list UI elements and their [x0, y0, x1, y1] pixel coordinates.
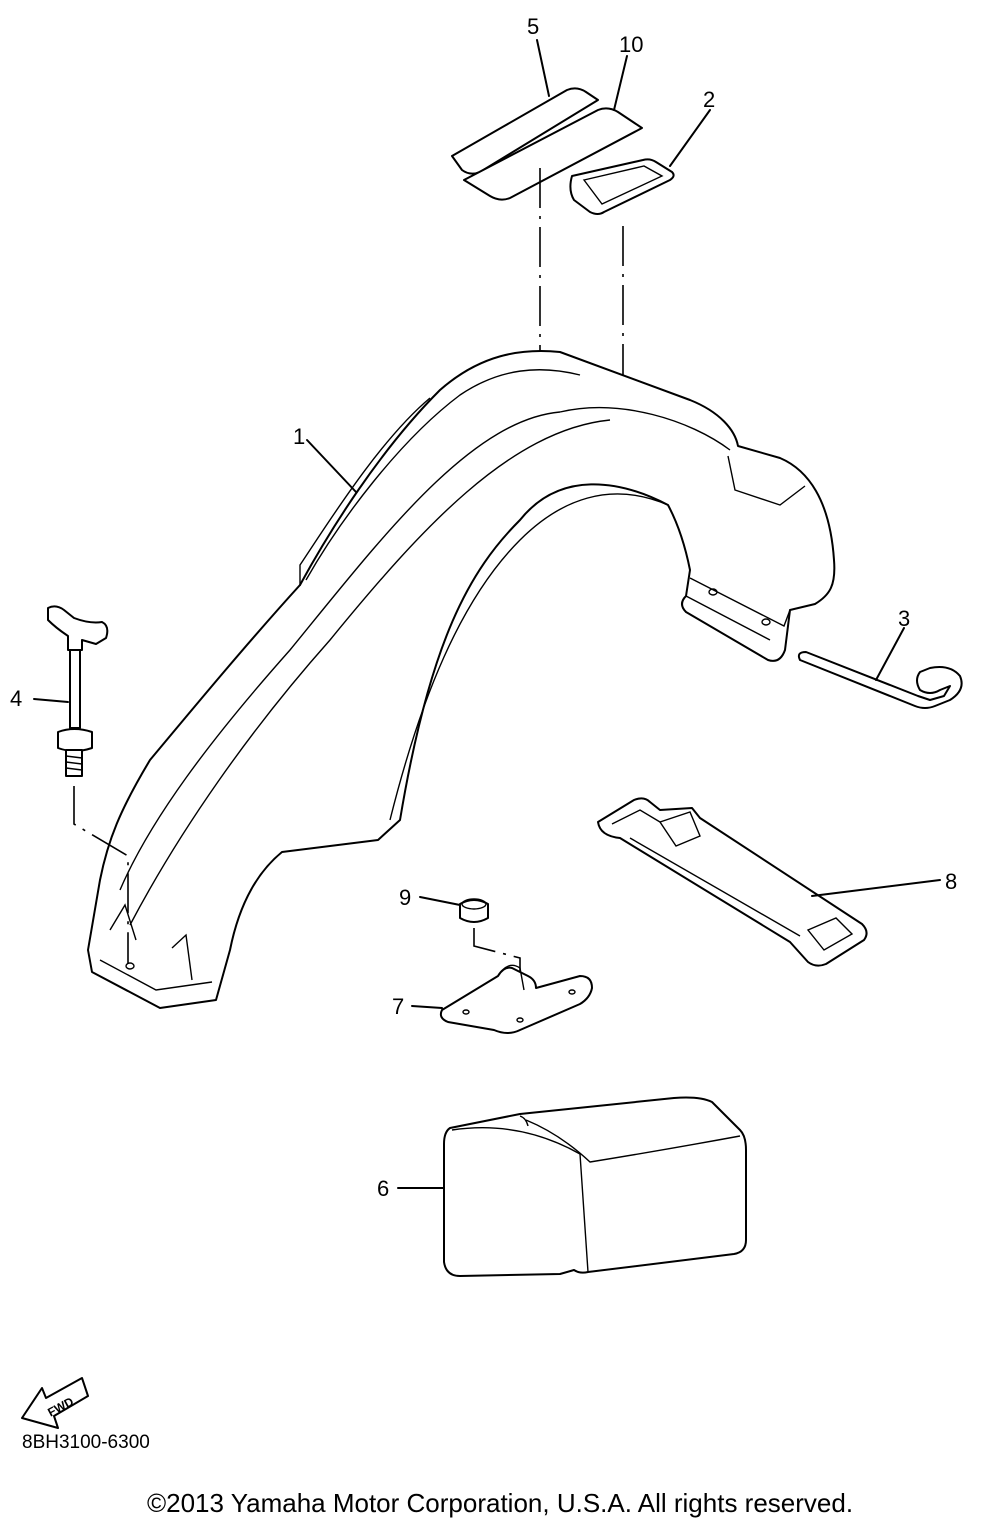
callout-8: 8 — [945, 869, 957, 894]
callout-1: 1 — [293, 424, 305, 449]
leader-9 — [419, 896, 461, 906]
part-code: 8BH3100-6300 — [22, 1432, 150, 1453]
placement-line-nut — [473, 928, 521, 1026]
hook-rod — [797, 651, 963, 709]
leader-1 — [306, 439, 357, 493]
strap — [597, 797, 868, 967]
callout-10: 10 — [619, 32, 643, 57]
wing-bolt — [47, 605, 109, 777]
decal-5 — [451, 87, 599, 175]
leader-4 — [33, 698, 69, 703]
decal-10 — [463, 107, 643, 201]
bracket — [439, 964, 593, 1034]
rear-fender — [87, 349, 836, 1009]
cover — [443, 1096, 747, 1277]
leader-2 — [669, 109, 711, 167]
fwd-arrow-icon: FWD — [21, 1377, 89, 1429]
callout-7: 7 — [392, 994, 404, 1019]
callout-9: 9 — [399, 885, 411, 910]
callout-4: 4 — [10, 686, 22, 711]
copyright-notice: ©2013 Yamaha Motor Corporation, U.S.A. A… — [146, 1488, 854, 1518]
leader-10 — [613, 55, 628, 111]
callout-5: 5 — [527, 14, 539, 39]
leader-7 — [411, 1005, 443, 1009]
callout-2: 2 — [703, 87, 715, 112]
callout-6: 6 — [377, 1176, 389, 1201]
leader-5 — [536, 39, 550, 97]
nut — [459, 898, 489, 923]
leader-3 — [875, 627, 905, 681]
placement-line-bolt — [73, 786, 129, 964]
leader-8 — [811, 879, 941, 897]
callout-3: 3 — [898, 606, 910, 631]
decal-2 — [569, 158, 675, 215]
